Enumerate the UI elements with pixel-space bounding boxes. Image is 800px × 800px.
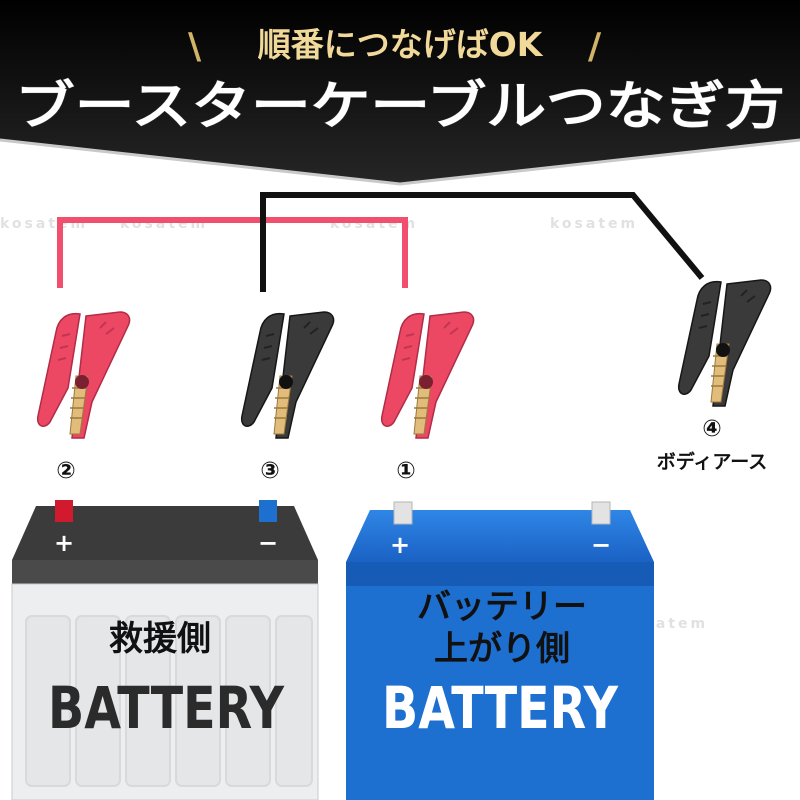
cables (57, 192, 705, 292)
clamp-number-2: ② (56, 458, 75, 484)
rescue-side-label: 救援側 (109, 619, 211, 659)
header-banner: \ 順番につなげばOK / ブースターケーブルつなぎ方 (0, 0, 800, 186)
clamp-number-3: ③ (260, 458, 279, 484)
red-cable (57, 217, 408, 288)
plus-sign: + (390, 531, 410, 559)
header-slash-left: \ (188, 26, 202, 67)
black-cable (260, 192, 705, 292)
page-title: ブースターケーブルつなぎ方 (15, 77, 785, 137)
dead-battery: + − バッテリー 上がり側 BATTERY (346, 501, 654, 800)
minus-terminal (591, 501, 611, 525)
header-slash-right: / (588, 26, 602, 67)
clamp-number-4: ④ (702, 416, 721, 442)
dead-side-label-line2: 上がり側 (434, 629, 570, 669)
rescue-battery: + − 救援側 BATTERY (11, 500, 319, 800)
body-earth-label: ボディアース (657, 450, 768, 473)
header-subtitle: 順番につなげばOK (258, 25, 544, 64)
minus-terminal (259, 500, 277, 522)
clamp-2-red (36, 311, 131, 439)
dead-side-label-line1: バッテリー (417, 587, 587, 627)
minus-sign: − (258, 529, 278, 557)
clamp-3-black (240, 311, 335, 439)
plus-terminal (55, 500, 73, 522)
plus-terminal (393, 501, 413, 525)
rescue-battery-brand: BATTERY (48, 674, 285, 742)
clamp-4-black (677, 279, 772, 407)
plus-sign: + (54, 529, 74, 557)
minus-sign: − (591, 531, 611, 559)
clamp-number-1: ① (396, 458, 415, 484)
clamp-1-red (380, 311, 475, 439)
dead-battery-brand: BATTERY (382, 674, 619, 742)
watermark-text: kosatem (550, 216, 638, 232)
